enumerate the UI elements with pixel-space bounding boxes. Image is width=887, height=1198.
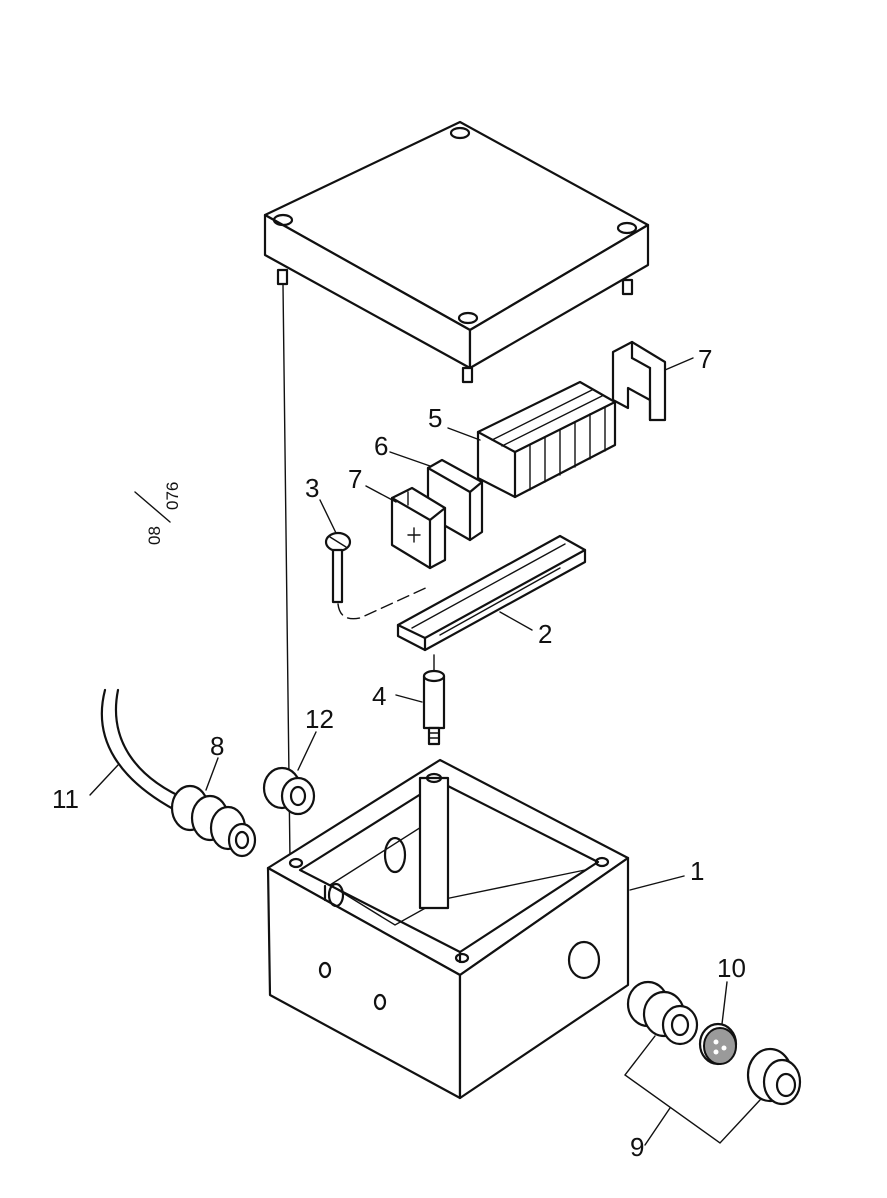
label-standoff: 4 (372, 681, 386, 711)
screw (324, 531, 431, 620)
enclosure-box (266, 758, 630, 1100)
cable (100, 688, 190, 812)
label-box: 1 (690, 856, 704, 886)
label-cable-gland-left: 8 (210, 731, 224, 761)
mounting-rail (396, 534, 587, 652)
label-earth-terminal: 7 (348, 464, 362, 494)
reference-bottom: 076 (163, 482, 182, 510)
label-screw: 3 (305, 473, 319, 503)
seal-insert (698, 1022, 738, 1066)
leader-lines (89, 357, 728, 1146)
reference-top: 08 (145, 526, 164, 545)
drawing-reference: 08 076 (134, 482, 182, 545)
cable-gland-left (170, 784, 257, 858)
earth-terminal (390, 486, 447, 570)
gland-assembly (624, 980, 802, 1144)
label-rail: 2 (538, 619, 552, 649)
standoff (422, 654, 446, 746)
label-blanking-plug: 12 (305, 704, 334, 734)
blanking-plug (262, 766, 316, 816)
label-end-bracket: 7 (698, 344, 712, 374)
label-cable: 11 (52, 784, 79, 814)
enclosure-lid (263, 120, 650, 384)
label-end-plate: 6 (374, 431, 388, 461)
label-seal-insert: 10 (717, 953, 746, 983)
lid-screw-guide-line (282, 284, 291, 861)
label-gland-assembly: 9 (630, 1132, 644, 1162)
end-bracket (611, 340, 667, 422)
terminal-blocks (476, 380, 617, 499)
label-terminal-blocks: 5 (428, 403, 442, 433)
